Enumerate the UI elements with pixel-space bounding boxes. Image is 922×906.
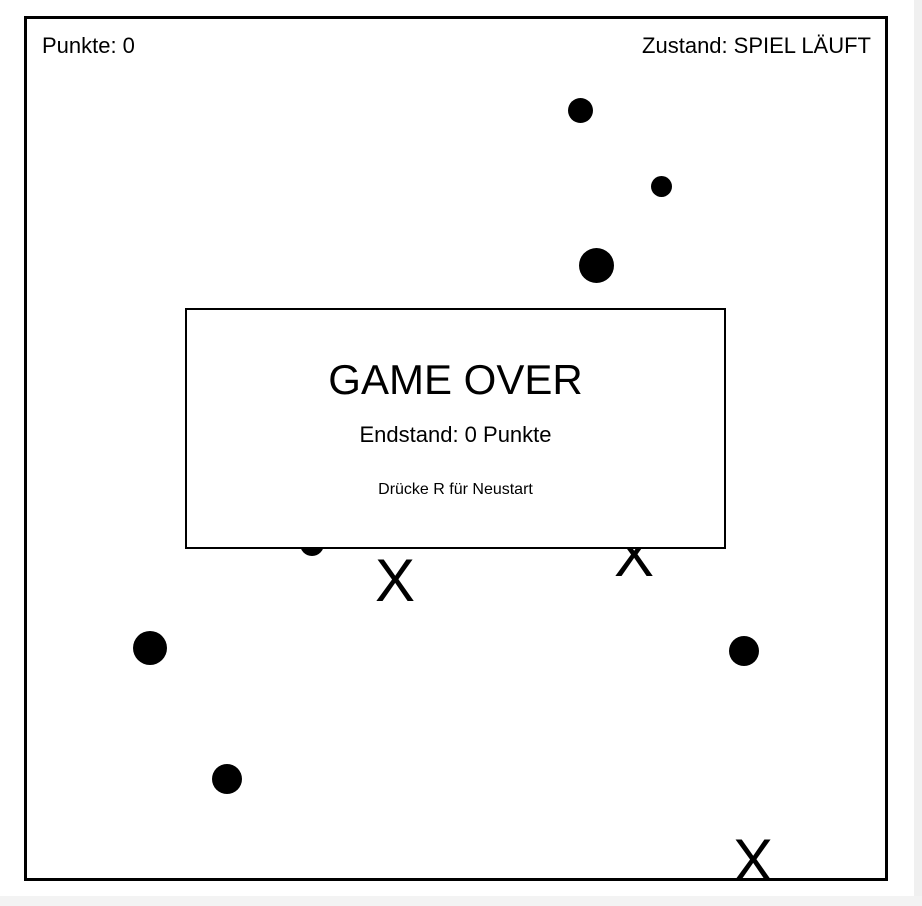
score-value: 0 (122, 33, 135, 58)
final-score-text: Endstand: 0 Punkte (359, 422, 552, 447)
game-over-dialog: GAME OVER Endstand: 0 Punkte Drücke R fü… (185, 308, 726, 549)
state-display: Zustand:SPIEL LÄUFT (642, 35, 871, 57)
dot-object (133, 631, 167, 665)
restart-hint: Drücke R für Neustart (378, 481, 533, 498)
x-mark: X (374, 547, 416, 614)
window-edge (914, 0, 922, 906)
dot-object (651, 176, 672, 197)
score-display: Punkte:0 (42, 35, 135, 57)
dot-object (579, 248, 614, 283)
game-board[interactable]: Punkte:0 Zustand:SPIEL LÄUFT X X X GAME … (24, 16, 888, 881)
state-value: SPIEL LÄUFT (733, 33, 871, 58)
window-bottom-edge (0, 896, 922, 906)
x-mark: X (732, 827, 774, 881)
dot-object (729, 636, 759, 666)
game-over-title: GAME OVER (328, 356, 583, 403)
dot-object (212, 764, 242, 794)
dot-object (568, 98, 593, 123)
state-label: Zustand: (642, 33, 728, 58)
score-label: Punkte: (42, 33, 117, 58)
